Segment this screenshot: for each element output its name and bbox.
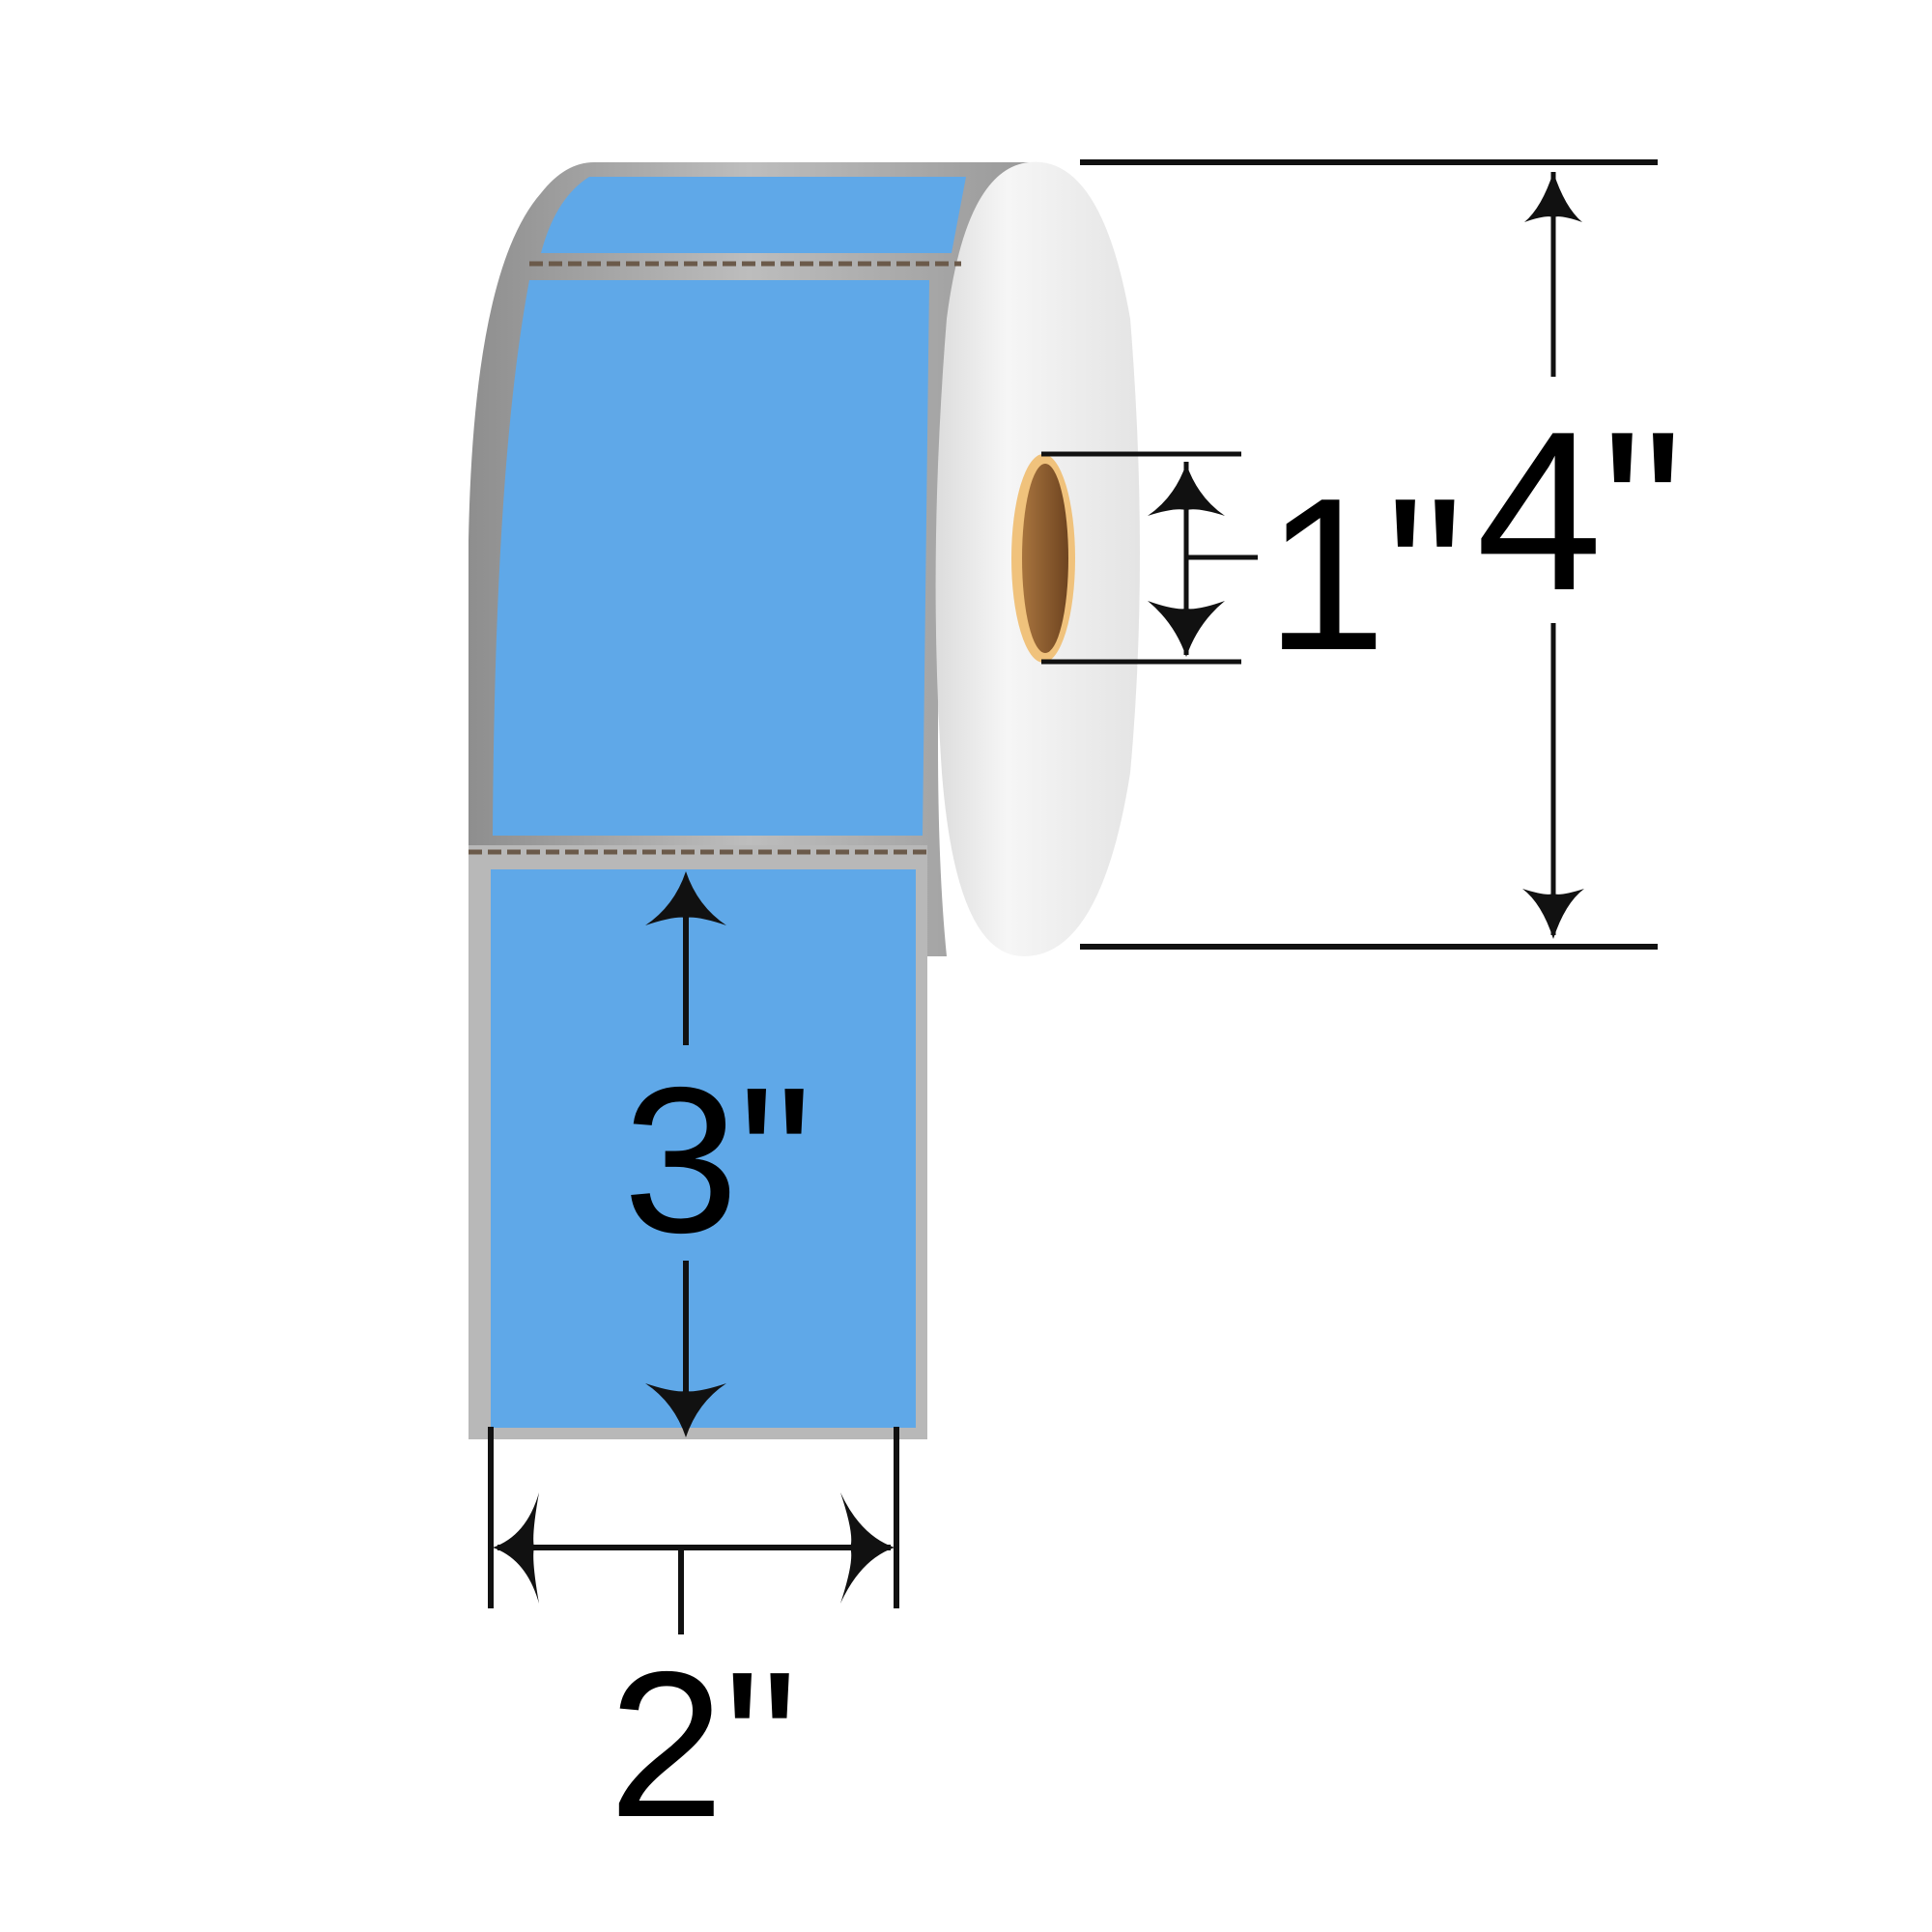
label-unwound xyxy=(491,869,916,1428)
label-height-label: 3" xyxy=(623,1043,812,1276)
arrow-down-icon xyxy=(1148,601,1225,657)
label-strip xyxy=(469,177,966,1439)
arrow-up-icon xyxy=(1148,464,1225,516)
core-diameter-label: 1" xyxy=(1265,452,1463,696)
label-width-label: 2" xyxy=(609,1628,798,1861)
arrow-down-icon xyxy=(645,1383,726,1437)
roll-diameter-label: 4" xyxy=(1476,384,1683,638)
roll-diameter-dimension xyxy=(1080,159,1658,950)
core-diameter-dimension xyxy=(1041,451,1258,665)
label-width-dimension xyxy=(488,1427,899,1634)
label-height-dimension xyxy=(645,871,726,1437)
arrow-left-icon xyxy=(493,1492,539,1604)
label-top-curved xyxy=(541,177,966,253)
label-main xyxy=(493,280,929,836)
arrow-down-icon xyxy=(1522,889,1584,939)
core-hole xyxy=(1022,464,1068,653)
arrow-right-icon xyxy=(840,1492,895,1604)
arrow-up-icon xyxy=(645,871,726,925)
arrow-up-icon xyxy=(1524,172,1582,222)
